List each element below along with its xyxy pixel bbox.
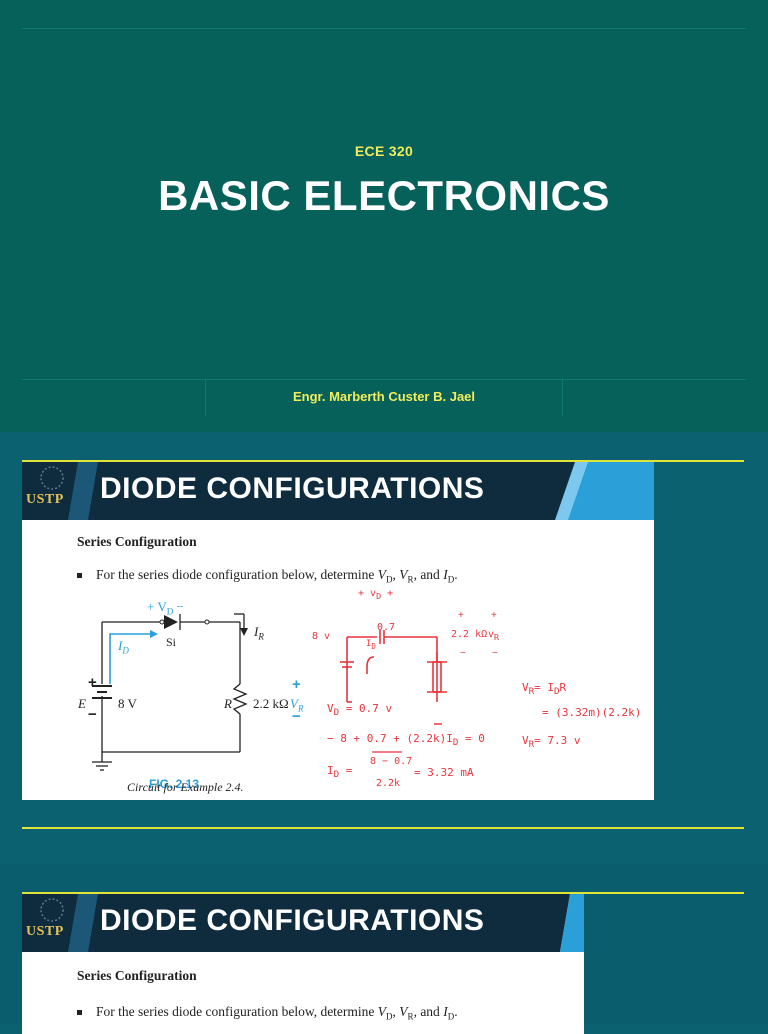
hw-eq-5: = (3.32m)(2.2k) [542,706,642,719]
header-band-shape [22,894,584,952]
bullet-icon [77,573,82,579]
course-code: ECE 320 [354,143,414,159]
vd-label: + VD − [147,599,184,617]
divider [22,892,744,894]
hw-minus-2: − [492,648,498,659]
slide-header: USTP DIODE CONFIGURATIONS [22,894,584,952]
hw-eq-3: ID = [327,764,353,781]
slide-1: USTP DIODE CONFIGURATIONS Series Configu… [0,432,768,864]
ustp-logo: USTP [26,924,64,939]
divider [22,827,744,829]
vr-plus: + [292,676,301,693]
divider [205,380,206,416]
resistor-label: R [224,696,232,711]
vr-minus: − [292,708,301,725]
ir-label: IR [254,624,264,642]
slide-2: USTP DIODE CONFIGURATIONS Series Configu… [0,864,768,1034]
hw-drop: 0.7 [377,622,396,633]
ustp-logo: USTP [26,492,64,507]
vr-label: VR [290,696,304,714]
presentation-title: BASIC ELECTRONICS [158,172,610,219]
hw-eq-3-result: = 3.32 mA [414,766,474,779]
author-row [22,379,746,416]
figure-subcaption: Circuit for Example 2.4. [127,780,244,794]
id-label: ID [118,638,129,656]
hw-plus-1: + [458,610,464,621]
hw-eq-4: VR= IDR [522,681,567,698]
hw-plus-2: + [491,610,497,621]
divider [562,380,563,416]
divider [22,28,746,29]
slide-header: USTP DIODE CONFIGURATIONS [22,462,654,520]
bullet-text: For the series diode configuration below… [77,1004,458,1022]
divider [22,460,744,462]
hw-current: ID [366,639,376,651]
diode-icon [164,615,178,629]
hw-vr: vR [488,629,500,642]
hw-minus-1: − [460,648,466,659]
hw-vd: + vD + [358,588,394,601]
author-name: Engr. Marberth Custer B. Jael [292,389,476,404]
slide-title: DIODE CONFIGURATIONS [100,472,485,505]
title-slide: ECE 320 BASIC ELECTRONICS Engr. Marberth… [0,0,768,432]
hw-resistor: 2.2 kΩ [451,629,488,640]
source-value: 8 V [118,696,137,711]
bullet-icon [77,1010,82,1016]
minus-sign: − [88,706,97,723]
slide-2-card: USTP DIODE CONFIGURATIONS Series Configu… [22,894,584,1034]
figure-caption: FIG. 2.13 [149,777,200,791]
hw-eq-3-num: 8 − 0.7 [370,756,413,767]
slide-1-card: USTP DIODE CONFIGURATIONS Series Configu… [22,462,654,800]
diode-label: Si [166,635,177,649]
bullet-prefix: For the series diode configuration below… [96,1004,378,1019]
resistor-value: 2.2 kΩ [253,696,289,711]
hw-source: 8 v [312,631,331,642]
source-label: E [78,696,86,711]
hw-eq-1: VD = 0.7 v [327,702,393,719]
circuit-diagram [92,613,447,771]
hw-eq-2: − 8 + 0.7 + (2.2k)ID = 0 [327,732,485,749]
slide-title: DIODE CONFIGURATIONS [100,904,485,937]
section-heading: Series Configuration [77,968,197,983]
hw-eq-3-den: 2.2k [376,778,401,789]
bullet-prefix: For the series diode configuration below… [96,567,378,582]
plus-sign: + [88,674,97,691]
hw-eq-6: VR= 7.3 v [522,734,581,751]
header-band-shape [22,462,654,520]
section-heading: Series Configuration [77,534,197,549]
bullet-text: For the series diode configuration below… [77,567,458,585]
